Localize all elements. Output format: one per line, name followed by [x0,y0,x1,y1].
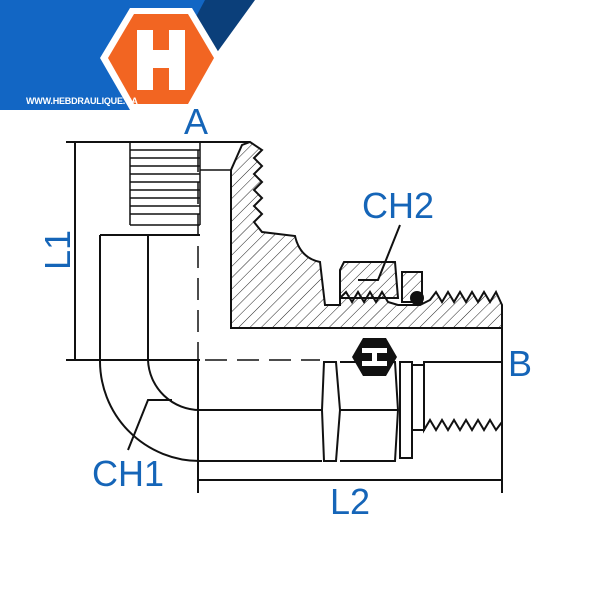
elbow-body [98,234,322,462]
ch2-leader [358,224,401,281]
o-ring [410,291,424,305]
label-port-b: B [508,343,533,384]
label-l2: L2 [330,481,371,522]
label-port-a: A [184,101,209,142]
washer [399,361,413,459]
website-url[interactable]: WWW.HEBDRAULIQUE.CA [26,96,138,106]
label-ch1: CH1 [92,453,165,494]
port-b-thread [423,361,503,434]
center-logo-icon [352,338,397,376]
dimension-l1 [66,141,250,361]
logo-h-icon [137,30,185,90]
dimension-l2 [197,305,503,493]
port-a-thread [129,142,231,226]
ch1-leader [127,399,172,451]
body-section [230,140,503,329]
brand-banner [0,0,255,110]
label-ch2: CH2 [362,185,435,226]
label-l1: L1 [37,229,78,270]
lower-hex [340,361,400,462]
ch1-hex [320,361,342,462]
